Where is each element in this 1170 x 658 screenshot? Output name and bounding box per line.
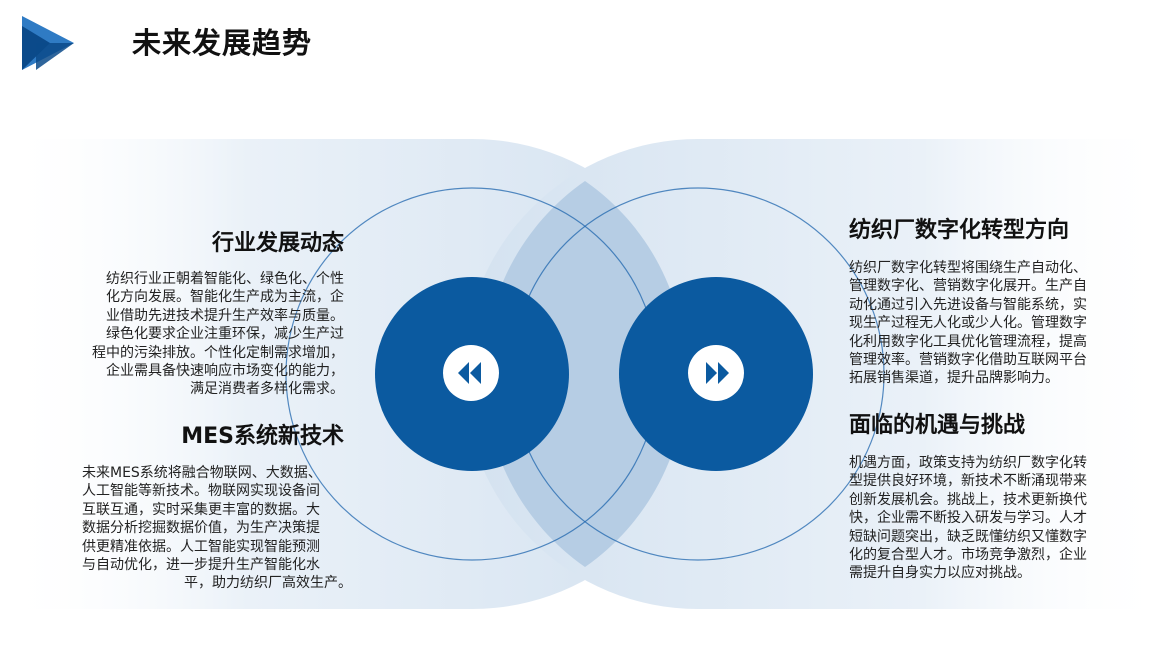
section-title-industry: 行业发展动态 [211, 231, 344, 256]
rewind-icon [458, 362, 481, 384]
overlap-lens [484, 181, 686, 567]
prev-button[interactable] [443, 345, 499, 401]
section-body-industry: 纺织行业正朝着智能化、绿色化、个性 化方向发展。智能化生产成为主流，企 业借助先… [92, 271, 344, 398]
section-title-transformation: 纺织厂数字化转型方向 [849, 218, 1070, 243]
page-title: 未来发展趋势 [132, 26, 313, 60]
next-button[interactable] [688, 345, 744, 401]
section-body-transformation: 纺织厂数字化转型将围绕生产自动化、 管理数字化、营销数字化展开。生产自 动化通过… [849, 260, 1087, 387]
section-body-mes: 未来MES系统将融合物联网、大数据、 人工智能等新技术。物联网实现设备间 互联互… [82, 465, 352, 592]
section-title-opportunities: 面临的机遇与挑战 [849, 413, 1026, 438]
logo-icon [22, 16, 74, 70]
section-body-opportunities: 机遇方面，政策支持为纺织厂数字化转 型提供良好环境，新技术不断涌现带来 创新发展… [849, 455, 1087, 582]
section-title-mes: MES系统新技术 [181, 424, 344, 449]
fast-forward-icon [706, 362, 729, 384]
